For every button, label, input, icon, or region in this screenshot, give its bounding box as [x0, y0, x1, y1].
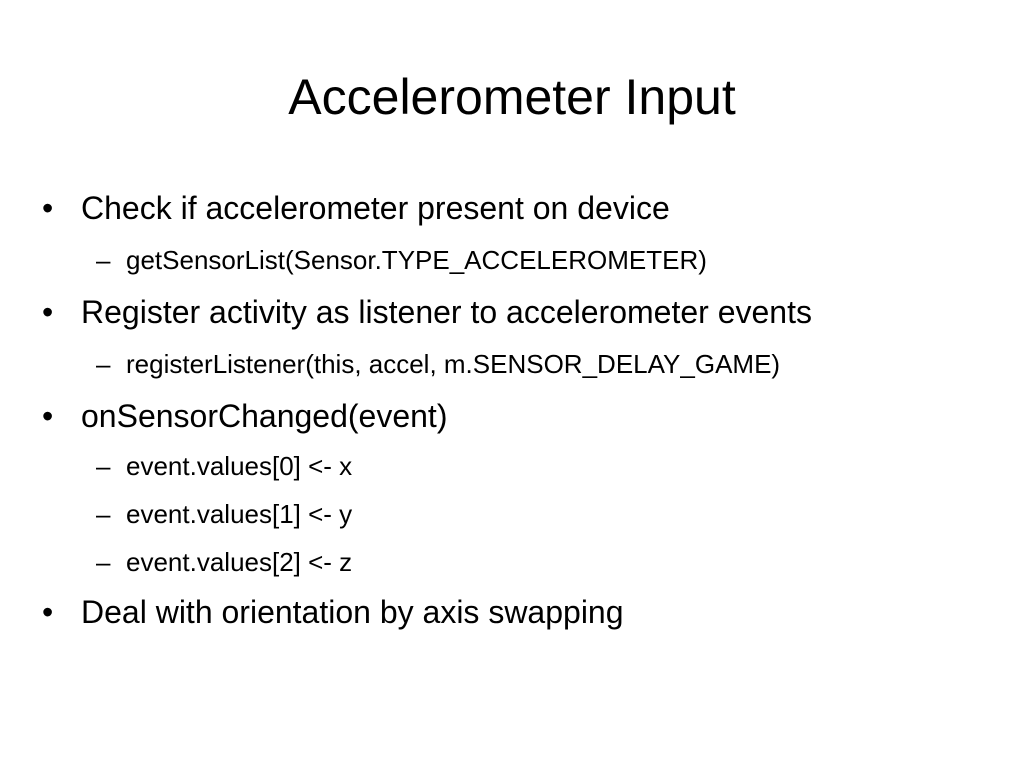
sub-bullet-item: – registerListener(this, accel, m.SENSOR… [40, 338, 1000, 390]
sub-bullet-text: event.values[0] <- x [126, 451, 353, 481]
bullet-item: • Check if accelerometer present on devi… [40, 182, 1000, 234]
sub-bullet-item: – getSensorList(Sensor.TYPE_ACCELEROMETE… [40, 234, 1000, 286]
bullet-item: • Register activity as listener to accel… [40, 286, 1000, 338]
bullet-text: Check if accelerometer present on device [81, 190, 670, 226]
bullet-text: Deal with orientation by axis swapping [81, 594, 624, 630]
sub-bullet-item: – event.values[2] <- z [40, 538, 1000, 586]
sub-bullet-marker: – [96, 451, 111, 481]
sub-bullet-text: getSensorList(Sensor.TYPE_ACCELEROMETER) [126, 245, 707, 275]
bullet-marker: • [42, 594, 54, 630]
bullet-text: onSensorChanged(event) [81, 398, 448, 434]
sub-bullet-marker: – [96, 499, 111, 529]
bullet-list: • Check if accelerometer present on devi… [40, 182, 1000, 638]
sub-bullet-text: event.values[2] <- z [126, 547, 353, 577]
bullet-marker: • [42, 190, 54, 226]
sub-bullet-item: – event.values[0] <- x [40, 442, 1000, 490]
bullet-text: Register activity as listener to acceler… [81, 294, 812, 330]
bullet-marker: • [42, 294, 54, 330]
slide-title: Accelerometer Input [288, 69, 736, 125]
sub-bullet-marker: – [96, 349, 111, 379]
sub-bullet-marker: – [96, 547, 111, 577]
sub-bullet-text: registerListener(this, accel, m.SENSOR_D… [126, 349, 781, 379]
sub-bullet-item: – event.values[1] <- y [40, 490, 1000, 538]
bullet-marker: • [42, 398, 54, 434]
bullet-item: • onSensorChanged(event) [40, 390, 1000, 442]
sub-bullet-marker: – [96, 245, 111, 275]
bullet-item: • Deal with orientation by axis swapping [40, 586, 1000, 638]
sub-bullet-text: event.values[1] <- y [126, 499, 353, 529]
